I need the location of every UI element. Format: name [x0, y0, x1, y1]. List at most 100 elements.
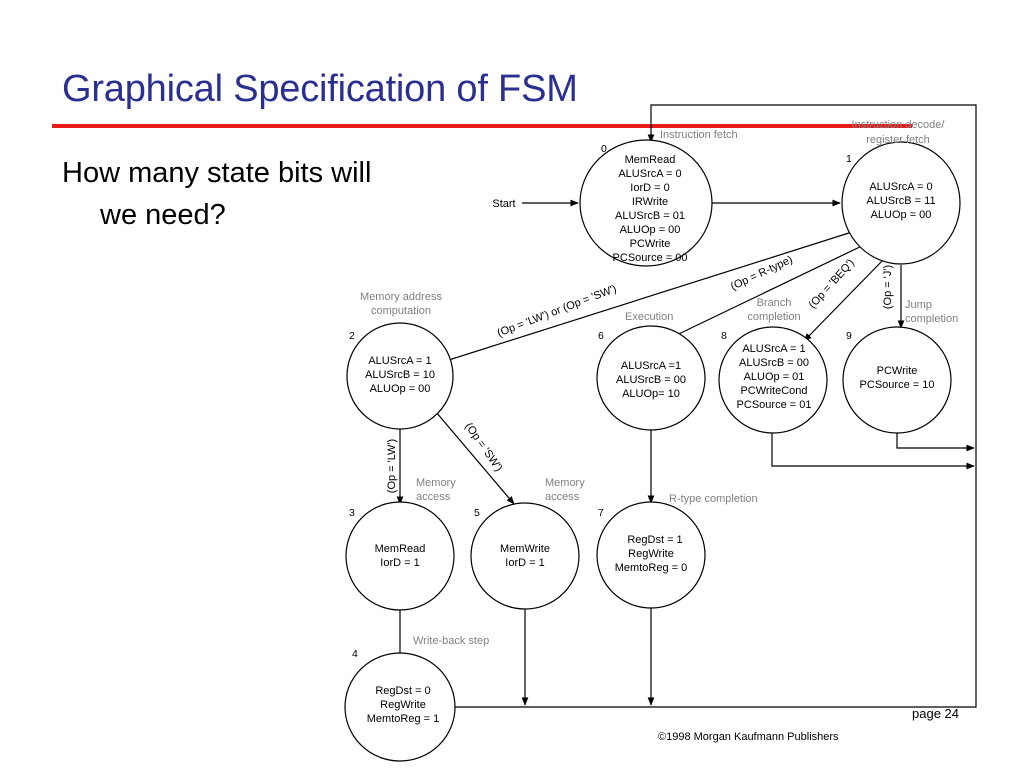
- state-number-3: 3: [349, 507, 355, 519]
- state-number-1: 1: [846, 153, 852, 165]
- edge-1-2: [429, 231, 853, 367]
- state-number-5: 5: [474, 507, 480, 519]
- captions: Instruction fetch Instruction decode/ re…: [360, 119, 958, 647]
- state-6-circle: [596, 325, 706, 431]
- state-numbers: 0 1 2 6 8 9 3 5 7 4: [349, 143, 852, 660]
- state-4-circle: [344, 652, 456, 762]
- state-5-circle: [470, 502, 580, 610]
- state-5-text: MemWrite IorD = 1: [500, 543, 550, 569]
- caption-jump-line-2: completion: [905, 313, 958, 325]
- caption-memory-access-b-line-1: Memory: [545, 477, 585, 489]
- caption-branch-line-1: Branch: [757, 297, 792, 309]
- state-output-line: PCWrite: [630, 238, 671, 250]
- slide-title: Graphical Specification of FSM: [62, 68, 578, 110]
- caption-execution: Execution: [625, 311, 673, 323]
- edge-8-return: [771, 432, 975, 470]
- state-output-line: IRWrite: [632, 196, 668, 208]
- state-number-2: 2: [349, 330, 355, 342]
- state-3-text: MemRead IorD = 1: [375, 543, 426, 569]
- cond-lw: (Op = 'LW'): [386, 439, 398, 493]
- edge-4-0: [453, 104, 977, 708]
- state-2-circle: [346, 322, 454, 430]
- state-output-line: ALUSrcA = 0: [869, 181, 932, 193]
- state-output-line: IorD = 0: [630, 182, 669, 194]
- state-output-line: ALUOp = 01: [744, 371, 805, 383]
- state-labels: MemRead ALUSrcA = 0 IorD = 0 IRWrite ALU…: [365, 154, 936, 725]
- caption-memory-access-b-line-2: access: [545, 491, 580, 503]
- state-output-line: IorD = 1: [380, 557, 419, 569]
- edge-2-5: [435, 411, 515, 505]
- cond-rtype: (Op = R-type): [729, 254, 795, 293]
- copyright: ©1998 Morgan Kaufmann Publishers: [658, 731, 839, 743]
- state-output-line: RegDst = 0: [375, 685, 430, 697]
- edges: [396, 104, 977, 708]
- state-output-line: ALUSrcB = 00: [616, 374, 686, 386]
- state-output-line: PCSource = 00: [613, 252, 688, 264]
- state-0-circle: [579, 139, 713, 267]
- states: [344, 139, 961, 762]
- state-number-4: 4: [352, 648, 358, 660]
- state-number-6: 6: [598, 330, 604, 342]
- state-output-line: PCSource = 10: [860, 379, 935, 391]
- state-output-line: PCWriteCond: [740, 385, 807, 397]
- state-number-8: 8: [721, 330, 727, 342]
- state-7-circle: [596, 501, 706, 609]
- state-output-line: RegDst = 1: [627, 534, 682, 546]
- cond-jump: (Op = 'J'): [882, 265, 894, 309]
- state-output-line: ALUSrcB = 01: [615, 210, 685, 222]
- state-2-text: ALUSrcA = 1 ALUSrcB = 10 ALUOp = 00: [365, 355, 435, 395]
- state-3-circle: [345, 501, 455, 611]
- state-number-0: 0: [601, 143, 607, 155]
- cond-sw: (Op = 'SW'): [462, 421, 504, 474]
- state-7-text: RegDst = 1 RegWrite MemtoReg = 0: [615, 534, 687, 574]
- caption-mem-addr-line-1: Memory address: [360, 291, 442, 303]
- state-output-line: ALUSrcB = 10: [365, 369, 435, 381]
- state-1-text: ALUSrcA = 0 ALUSrcB = 11 ALUOp = 00: [866, 181, 935, 221]
- state-output-line: ALUSrcA = 1: [742, 343, 805, 355]
- state-1-circle: [841, 141, 961, 265]
- state-output-line: ALUOp = 00: [871, 209, 932, 221]
- caption-branch-line-2: completion: [747, 311, 800, 323]
- state-output-line: RegWrite: [628, 548, 674, 560]
- question-line-1: How many state bits will: [62, 157, 372, 189]
- caption-decode-line-2: register fetch: [866, 134, 930, 146]
- caption-decode-line-1: Instruction decode/: [852, 119, 946, 131]
- state-output-line: ALUSrcA =1: [621, 360, 681, 372]
- state-8-circle: [718, 326, 828, 434]
- question-text: How many state bits will we need?: [62, 152, 452, 236]
- state-output-line: MemWrite: [500, 543, 550, 555]
- page-number: page 24: [912, 706, 959, 721]
- state-output-line: ALUSrcB = 11: [866, 195, 935, 207]
- caption-mem-addr-line-2: computation: [371, 305, 431, 317]
- state-output-line: RegWrite: [380, 699, 426, 711]
- caption-jump-line-1: Jump: [905, 299, 932, 311]
- edge-1-8: [803, 257, 886, 342]
- edge-9-return: [896, 432, 975, 452]
- state-output-line: ALUSrcA = 1: [368, 355, 431, 367]
- state-output-line: MemtoReg = 0: [615, 562, 687, 574]
- state-8-text: ALUSrcA = 1 ALUSrcB = 00 ALUOp = 01 PCWr…: [737, 343, 812, 411]
- cond-beq: (Op = 'BEQ'): [807, 257, 857, 311]
- edge-1-6: [661, 243, 867, 343]
- state-9-circle: [842, 326, 952, 434]
- state-output-line: PCSource = 01: [737, 399, 812, 411]
- caption-memory-access-a-line-2: access: [416, 491, 451, 503]
- start-label: Start: [492, 198, 515, 210]
- caption-write-back: Write-back step: [413, 635, 489, 647]
- state-output-line: PCWrite: [877, 365, 918, 377]
- state-0-text: MemRead ALUSrcA = 0 IorD = 0 IRWrite ALU…: [613, 154, 688, 264]
- title-rule: [52, 124, 912, 128]
- caption-memory-access-a-line-1: Memory: [416, 477, 456, 489]
- state-output-line: ALUSrcA = 0: [618, 168, 681, 180]
- state-4-text: RegDst = 0 RegWrite MemtoReg = 1: [367, 685, 439, 725]
- state-number-7: 7: [598, 507, 604, 519]
- state-output-line: IorD = 1: [505, 557, 544, 569]
- state-6-text: ALUSrcA =1 ALUSrcB = 00 ALUOp= 10: [616, 360, 686, 400]
- state-output-line: ALUOp = 00: [370, 383, 431, 395]
- state-output-line: MemtoReg = 1: [367, 713, 439, 725]
- question-line-2: we need?: [100, 199, 226, 231]
- state-output-line: ALUOp= 10: [622, 388, 680, 400]
- state-9-text: PCWrite PCSource = 10: [860, 365, 935, 391]
- caption-instruction-fetch: Instruction fetch: [660, 129, 738, 141]
